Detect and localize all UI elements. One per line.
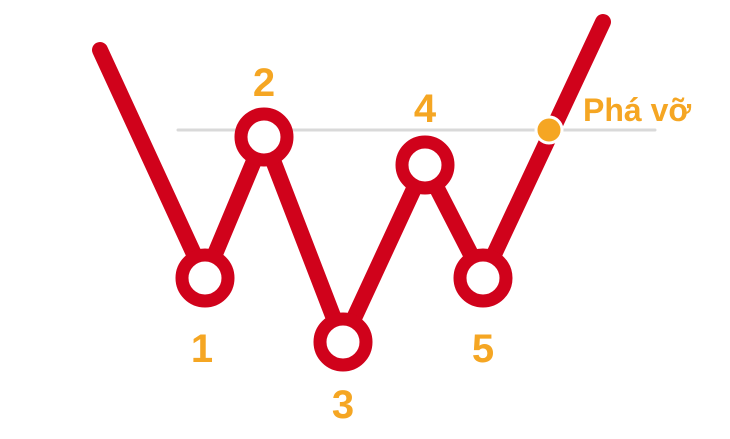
- breakout-marker: [534, 115, 564, 145]
- pivot-label-3: 3: [332, 383, 354, 427]
- pivot-label-1: 1: [191, 327, 213, 371]
- pivot-marker-1: [175, 248, 235, 308]
- pivot-marker-4: [395, 135, 455, 195]
- pivot-marker-5: [453, 248, 513, 308]
- pivot-label-4: 4: [414, 87, 437, 131]
- pivot-labels: 1 2 3 4 5: [191, 61, 494, 427]
- price-path: [92, 14, 611, 350]
- pivot-marker-3: [313, 312, 373, 372]
- pivot-markers: [175, 107, 513, 372]
- pivot-label-2: 2: [253, 61, 275, 105]
- breakout-label: Phá vỡ: [583, 92, 691, 128]
- pivot-label-5: 5: [472, 327, 494, 371]
- pivot-marker-2: [234, 107, 294, 167]
